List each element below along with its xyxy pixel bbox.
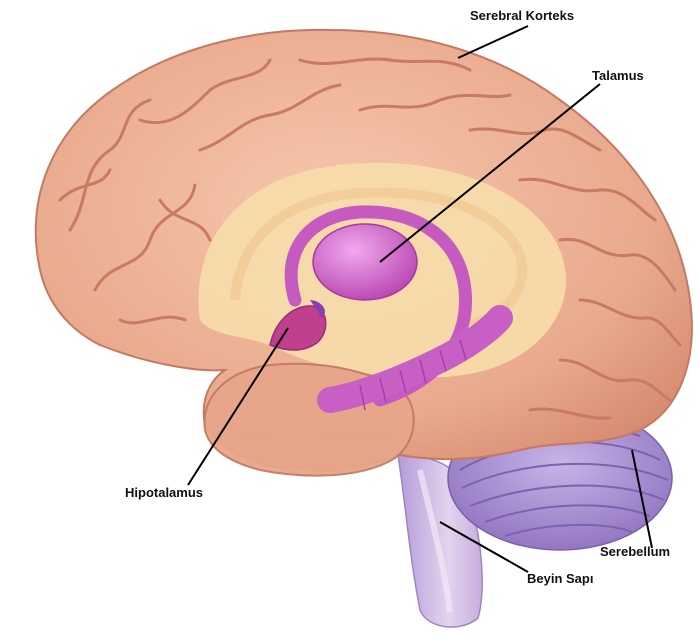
- thalamus-shape: [313, 224, 417, 300]
- label-cerebellum: Serebellum: [600, 544, 670, 559]
- label-brainstem: Beyin Sapı: [527, 571, 593, 586]
- label-hypothalamus: Hipotalamus: [125, 485, 203, 500]
- label-thalamus: Talamus: [592, 68, 644, 83]
- leader-cortex: [458, 26, 528, 58]
- label-cortex: Serebral Korteks: [470, 8, 574, 23]
